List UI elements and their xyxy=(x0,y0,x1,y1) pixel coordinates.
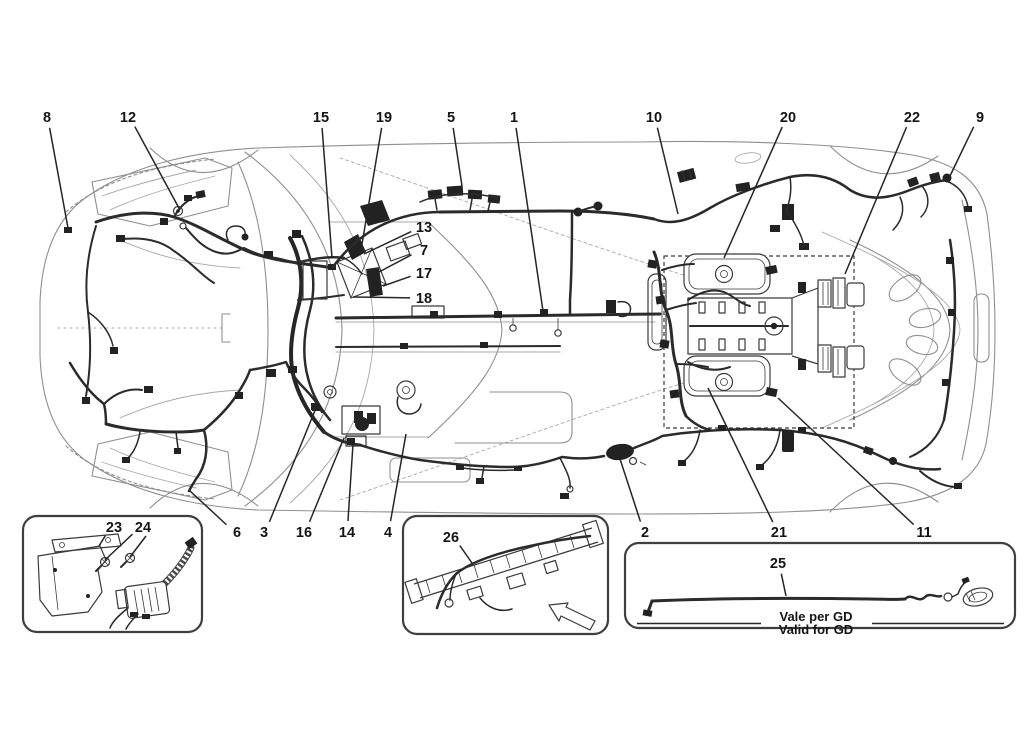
callout-leader-12 xyxy=(134,126,181,211)
callout-number-17: 17 xyxy=(416,266,432,282)
callout-leader-20 xyxy=(723,126,783,259)
callout-number-11: 11 xyxy=(916,525,931,541)
note-line-2: Valid for GD xyxy=(779,622,853,637)
callout-number-15: 15 xyxy=(313,110,329,126)
callout-leader-8 xyxy=(48,127,69,229)
callout-number-18: 18 xyxy=(416,291,432,307)
callout-number-13: 13 xyxy=(416,220,432,236)
callout-leader-17 xyxy=(382,275,411,287)
callout-number-4: 4 xyxy=(384,525,392,541)
rear-harness xyxy=(652,167,972,458)
callout-leader-24 xyxy=(104,533,133,561)
note-line-1: Vale per GD xyxy=(780,609,853,624)
callout-leader-23 xyxy=(98,535,106,547)
callout-leader-4 xyxy=(389,433,407,522)
inset-bracket-box xyxy=(21,514,204,634)
engine-assembly xyxy=(663,253,865,429)
screw-2 xyxy=(120,552,136,568)
ecu-box-7-17 xyxy=(366,267,383,297)
callout-number-2: 2 xyxy=(641,525,649,541)
lower-component-cluster xyxy=(341,380,422,447)
rear-lower-harness xyxy=(358,425,962,499)
callout-number-23: 23 xyxy=(106,520,122,536)
callout-leader-1 xyxy=(515,127,544,312)
callout-number-24: 24 xyxy=(135,520,151,536)
callout-leader-7 xyxy=(378,254,412,273)
callout-leader-26 xyxy=(459,545,473,564)
callout-number-10: 10 xyxy=(646,110,662,126)
callout-leader-21 xyxy=(707,387,774,523)
control-unit xyxy=(109,536,198,630)
inset-dashboard-box xyxy=(401,514,610,636)
callout-number-8: 8 xyxy=(43,110,51,126)
ecu-box-13 xyxy=(344,234,366,260)
callout-number-20: 20 xyxy=(780,110,796,126)
callout-number-6: 6 xyxy=(233,525,241,541)
inset-box-frame xyxy=(623,541,1017,630)
callout-leader-15 xyxy=(321,127,333,259)
inset-cable-box: Vale per GD Valid for GD xyxy=(623,541,1017,637)
bracket-flange xyxy=(51,533,122,553)
callout-leader-11 xyxy=(777,397,915,526)
callout-leader-22 xyxy=(844,126,908,275)
callout-number-14: 14 xyxy=(339,525,355,541)
callout-leader-14 xyxy=(347,443,354,522)
sill-harness xyxy=(330,185,662,349)
cam-cover-top xyxy=(683,253,771,295)
dashboard-frame xyxy=(404,519,604,612)
callouts: 8 12 15 19 5 1 10 20 22 9 13 7 17 18 6 3 16 14 4 2 21 11 23 24 2… xyxy=(43,110,984,597)
callout-leader-6 xyxy=(188,489,227,526)
callout-number-25: 25 xyxy=(770,556,786,572)
callout-number-5: 5 xyxy=(447,110,455,126)
callout-number-12: 12 xyxy=(120,110,136,126)
callout-leader-3 xyxy=(268,407,317,523)
callout-number-1: 1 xyxy=(510,110,518,126)
callout-leader-10 xyxy=(656,127,679,215)
callout-leader-2 xyxy=(619,458,642,522)
callout-number-26: 26 xyxy=(443,530,459,546)
callout-number-21: 21 xyxy=(771,525,787,541)
callout-leader-extra-0 xyxy=(129,535,147,558)
canister xyxy=(782,430,794,452)
inset-box-frame xyxy=(401,514,610,636)
callout-number-16: 16 xyxy=(296,525,312,541)
callout-leader-13 xyxy=(363,230,412,255)
callout-number-19: 19 xyxy=(376,110,392,126)
callout-leader-16 xyxy=(308,437,345,523)
callout-number-22: 22 xyxy=(904,110,920,126)
direction-arrow xyxy=(548,602,596,631)
bracket-plate xyxy=(37,545,107,617)
callout-leader-19 xyxy=(360,127,383,251)
dashboard-harness xyxy=(435,534,592,610)
gd-cable xyxy=(642,576,994,617)
car-body-outline xyxy=(39,140,996,515)
ecu-cluster xyxy=(302,200,423,300)
callout-leader-5 xyxy=(452,127,463,187)
callout-number-7: 7 xyxy=(420,243,428,259)
screw-1 xyxy=(95,556,111,572)
callout-number-3: 3 xyxy=(260,525,268,541)
callout-leader-25 xyxy=(780,573,787,597)
harness-junction-2 xyxy=(606,443,634,461)
engine-harness xyxy=(647,250,712,432)
relay-box xyxy=(360,200,390,226)
callout-leader-9 xyxy=(948,126,975,179)
front-harness xyxy=(64,190,337,493)
callout-leader-18 xyxy=(352,296,411,299)
callout-number-9: 9 xyxy=(976,110,984,126)
